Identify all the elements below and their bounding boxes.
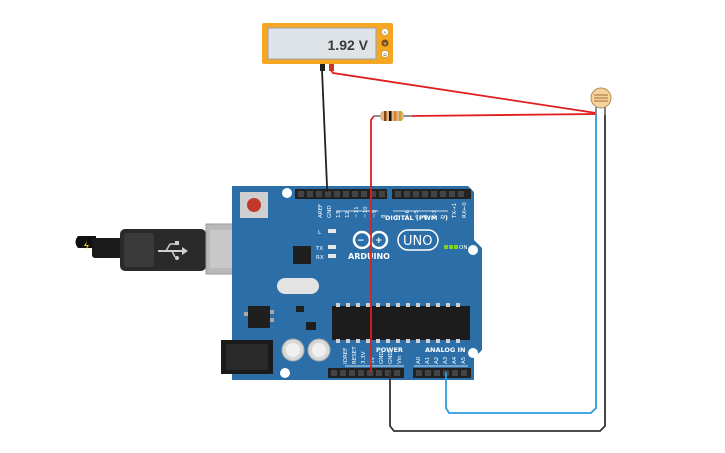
brand-label: ARDUINO [348,252,390,261]
pin-label: ~9 [372,209,378,218]
power-led: ON [444,245,467,251]
mount-hole [280,368,290,378]
pin-label: A1 [425,357,431,364]
pin-label: ~11 [354,206,360,218]
mount-hole [468,348,478,358]
model-label: UNO [403,234,432,249]
svg-text:Ω: Ω [383,52,387,57]
pin-label: AREF [318,204,324,218]
wire-red-probe-ldr[interactable] [330,69,597,114]
pin-label: A3 [443,356,449,364]
pin-label: 4 [423,214,429,218]
svg-text:A: A [383,30,386,35]
power-section-label: POWER [376,346,403,354]
pin-label: 5V [370,357,376,364]
pin-label: ~3 [432,209,438,218]
uno-logo: UNO [397,229,439,251]
power-header[interactable] [328,368,404,378]
pin-label: 2 [441,215,447,219]
lightning-icon [84,241,89,250]
arduino-uno-board[interactable]: AREF GND 13 12 ~11 ~10 ~9 8 7 ~6 ~5 4 ~3… [221,186,482,380]
pin-label: IOREF [343,348,349,364]
crystal-oscillator [277,278,319,294]
wire-black-gnd[interactable] [321,69,328,192]
reset-button[interactable] [240,192,268,218]
digital-section-label: DIGITAL (PWM ~) [385,214,448,222]
analog-section-label: ANALOG IN [425,346,465,354]
digital-header[interactable] [295,189,471,199]
capacitor [307,338,331,362]
svg-text:TX: TX [315,246,323,252]
pin-label: GND [327,205,333,218]
multimeter[interactable]: 1.92 V A V Ω [262,23,393,71]
resistor[interactable] [374,111,412,121]
pin-label: ~10 [363,206,369,218]
atmega-chip [332,303,470,343]
mount-hole [282,188,292,198]
svg-text:V: V [383,41,386,46]
pin-label: ~5 [414,209,420,218]
pin-label: 13 [336,211,342,218]
svg-text:+: + [375,236,383,246]
pin-label: RESET [352,346,358,364]
wire-red-5v[interactable] [370,115,375,372]
svg-text:RX: RX [316,255,324,261]
svg-text:ON: ON [459,245,467,251]
probe-positive[interactable] [329,64,334,71]
wire-dark-gnd[interactable] [389,107,606,432]
pin-label: ~6 [405,209,411,218]
pin-label: 12 [345,211,351,218]
status-leds: L TX RX [315,229,336,261]
capacitor [281,338,305,362]
svg-text:−: − [357,236,365,246]
voltage-regulator [248,306,270,328]
pin-label: TX→1 [452,203,458,219]
pin-label: GND [379,351,385,364]
pin-label: RX←0 [462,202,468,218]
usb-symbol-icon [158,241,188,260]
pin-label: 8 [381,214,387,218]
usb-chip [293,246,311,264]
pin-label: A0 [416,356,422,364]
power-jack[interactable] [221,340,273,374]
pin-label: GND [388,351,394,364]
pin-label: 7 [396,214,402,218]
photoresistor[interactable] [590,87,612,109]
mount-hole [468,245,478,255]
probe-negative[interactable] [320,64,325,71]
analog-header[interactable] [413,368,471,378]
pin-label: Vin [397,355,403,364]
pin-label: A5 [461,356,467,364]
pin-label: 3.3V [361,351,367,364]
mode-selector[interactable]: A V Ω [381,28,389,58]
wire-red-resistor-ldr[interactable] [411,113,597,117]
wire-blue-a3[interactable] [445,107,597,414]
pin-label: A2 [434,357,440,364]
pin-label: A4 [452,356,458,364]
svg-text:L: L [318,230,322,236]
multimeter-reading: 1.92 V [328,37,369,53]
